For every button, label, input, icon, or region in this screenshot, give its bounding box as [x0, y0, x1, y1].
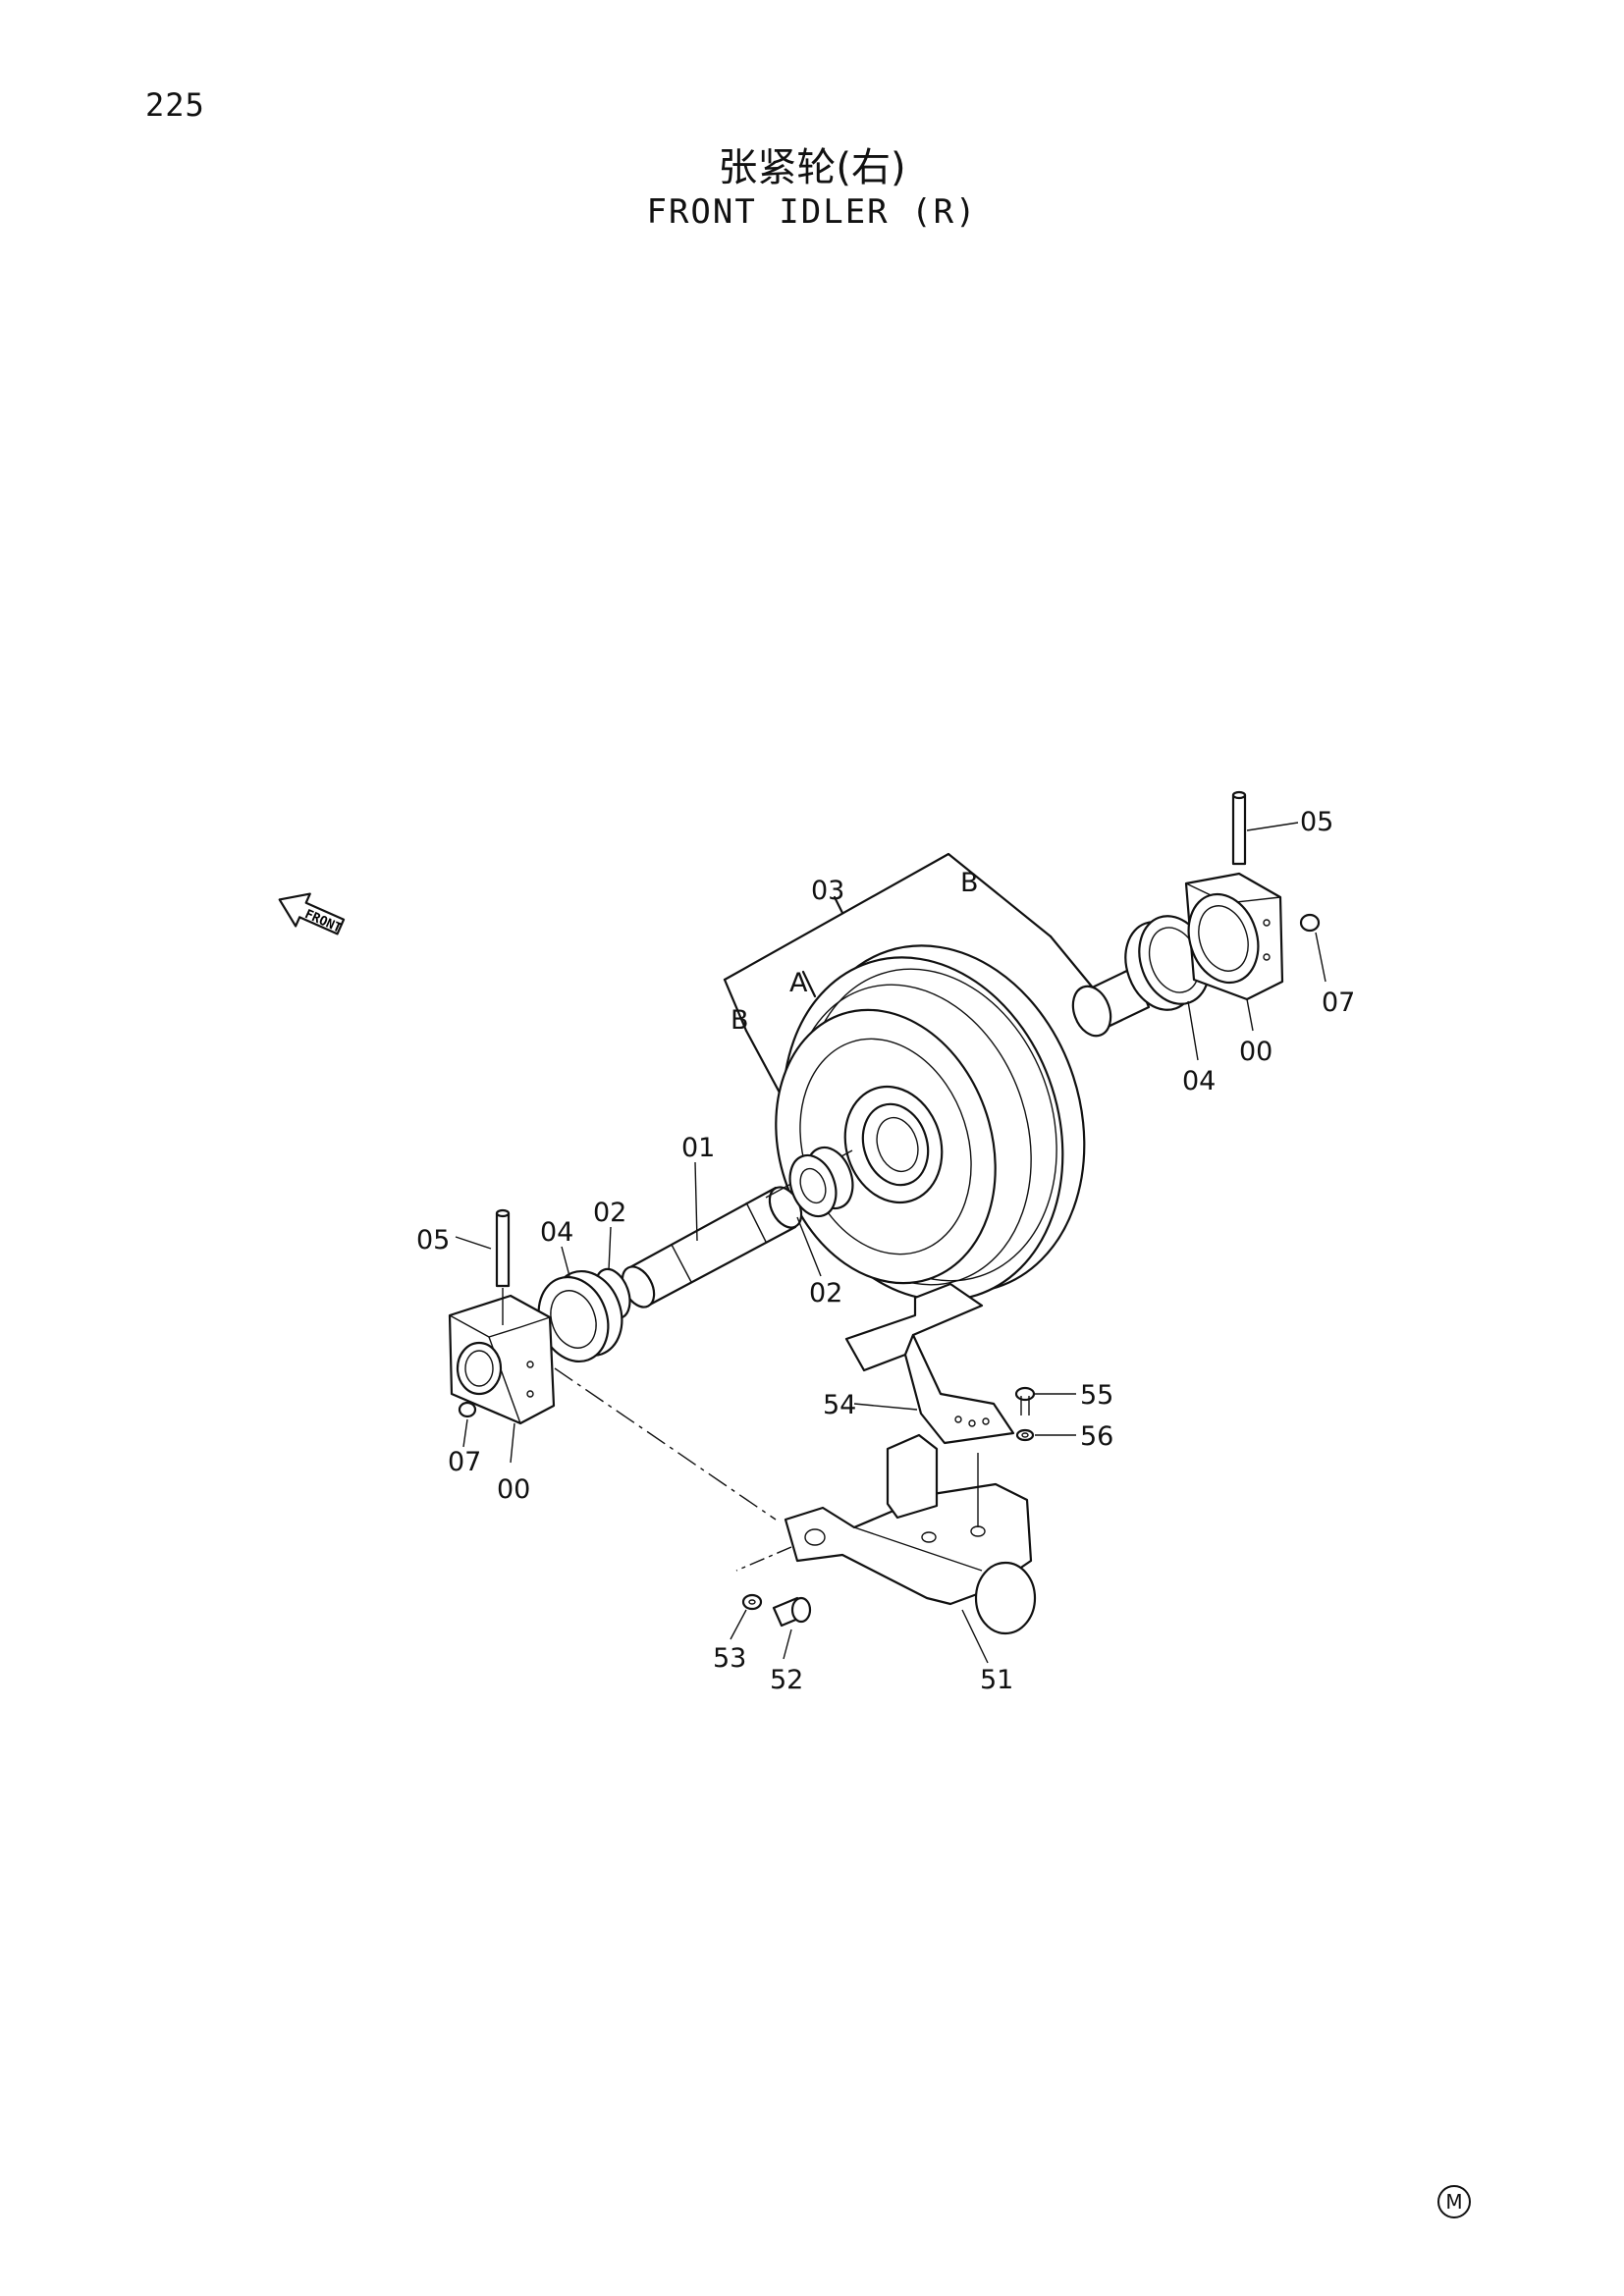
callout-01: 01: [681, 1133, 715, 1163]
callout-52: 52: [770, 1665, 803, 1695]
callout-b-left: B: [731, 1005, 749, 1036]
bolt-upper: [1014, 1386, 1036, 1415]
pin-left: [495, 1208, 511, 1325]
callout-04-right: 04: [1182, 1066, 1216, 1096]
washer-lower: [741, 1593, 763, 1611]
callout-04-left: 04: [540, 1217, 573, 1248]
title-chinese: 张紧轮(右): [718, 145, 906, 190]
title-english: FRONT IDLER (R): [646, 192, 978, 232]
manufacturer-mark-icon: M: [1437, 2185, 1471, 2218]
callout-55: 55: [1080, 1380, 1113, 1411]
callout-54: 54: [823, 1390, 856, 1420]
callout-a: A: [789, 968, 808, 998]
callout-56: 56: [1080, 1421, 1113, 1452]
front-arrow-icon: FRONT: [278, 892, 346, 936]
callout-51: 51: [980, 1665, 1013, 1695]
washer-upper: [1015, 1428, 1035, 1442]
callout-03: 03: [811, 876, 844, 906]
callout-b-top: B: [960, 868, 979, 898]
plug-right: [1299, 913, 1321, 933]
page-number: 225: [145, 86, 205, 124]
callout-05-right: 05: [1300, 807, 1333, 837]
callout-labels: 03 B 05 07 00 04 A B 01 02 04 05 02 07 0…: [416, 807, 1355, 1695]
pin-right: [1231, 790, 1247, 866]
plug-left: [458, 1401, 477, 1418]
guard-plate: [844, 1282, 1015, 1445]
callout-05-left: 05: [416, 1225, 450, 1255]
callout-07-right: 07: [1322, 988, 1355, 1018]
bolt-lower: [772, 1596, 812, 1628]
callout-02-top: 02: [593, 1198, 626, 1228]
bracket-right: [1184, 872, 1284, 1001]
leader-lines: [455, 822, 1326, 1664]
callout-07-left: 07: [448, 1447, 481, 1477]
callout-00-left: 00: [497, 1474, 530, 1505]
callout-02-bottom: 02: [809, 1278, 842, 1308]
callout-53: 53: [713, 1643, 746, 1674]
idler-yoke: [735, 1433, 1037, 1635]
bracket-left: [448, 1294, 777, 1521]
bushing-right: [788, 1146, 854, 1218]
callout-00-right: 00: [1239, 1037, 1272, 1067]
seal-left: [537, 1269, 623, 1363]
